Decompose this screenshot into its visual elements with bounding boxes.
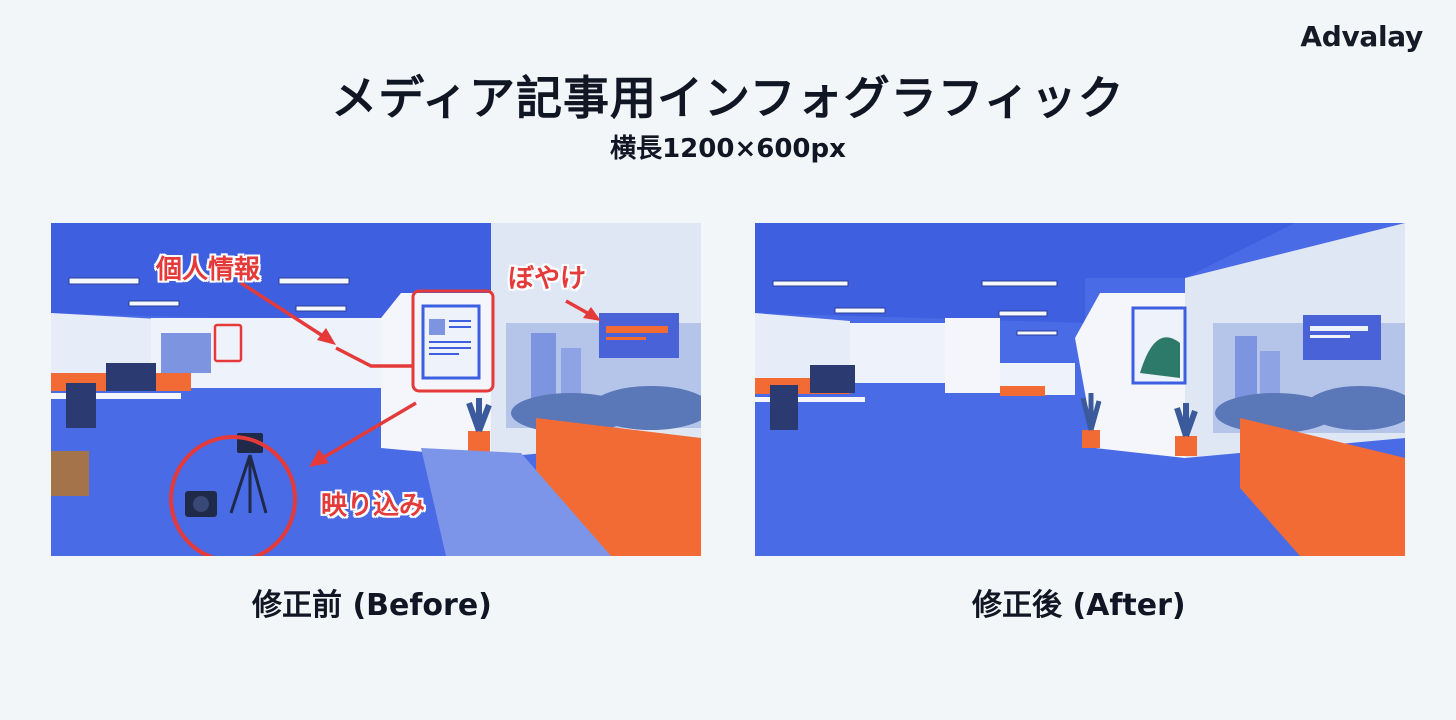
- plant-icon: [1080, 393, 1198, 456]
- office-illustration-after: [755, 223, 1405, 556]
- annotation-blur: ぼやけ: [508, 264, 587, 294]
- office-illustration-before: [51, 223, 701, 556]
- page-title: メディア記事用インフォグラフィック: [331, 71, 1125, 125]
- brand-logo: Advalay: [1300, 20, 1423, 53]
- caption-before: 修正前 (Before): [252, 588, 492, 623]
- annotation-reflection: 映り込み: [321, 491, 426, 521]
- before-image: 個人情報 ぼやけ 映り込み: [51, 223, 701, 556]
- page-subtitle: 横長1200×600px: [610, 134, 846, 164]
- camera-tripod: [185, 433, 268, 517]
- caption-after: 修正後 (After): [972, 588, 1186, 623]
- after-image: [755, 223, 1405, 556]
- blurred-billboard: [599, 313, 679, 358]
- plant-icon: [466, 398, 492, 453]
- annotation-personal-info: 個人情報: [156, 255, 261, 285]
